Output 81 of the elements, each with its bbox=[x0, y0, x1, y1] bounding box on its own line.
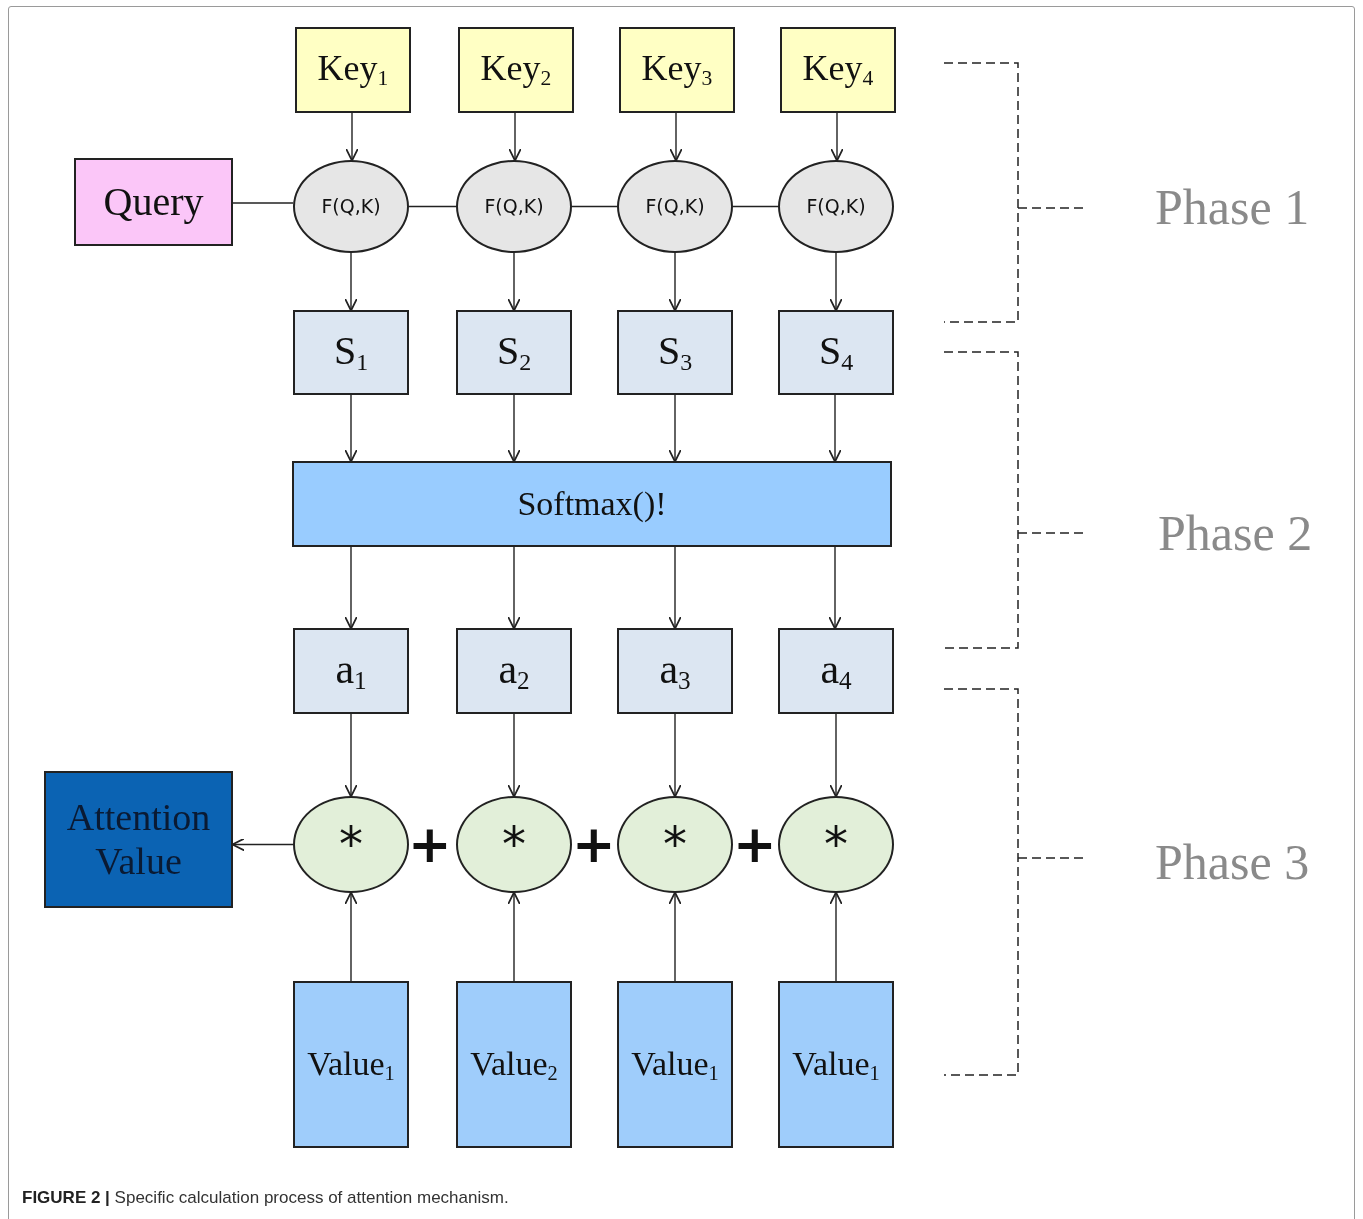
arrow bbox=[668, 546, 682, 630]
connector-line bbox=[408, 205, 457, 208]
arrow bbox=[344, 546, 358, 630]
node-label: * bbox=[339, 816, 363, 873]
node-label: S$_{3}$ bbox=[657, 328, 693, 377]
node-label: F(Q,K) bbox=[484, 195, 544, 218]
node-label: Key$_{4}$ bbox=[802, 48, 874, 92]
node-label: S$_{4}$ bbox=[818, 328, 854, 377]
connector-line bbox=[732, 205, 779, 208]
arrow bbox=[830, 112, 844, 162]
phase-label: Phase 1 bbox=[1155, 178, 1310, 236]
node-label: a$_{4}$ bbox=[820, 645, 852, 697]
arrow bbox=[828, 394, 842, 463]
node-label: S$_{1}$ bbox=[333, 328, 369, 377]
arrow bbox=[344, 252, 358, 312]
arrow bbox=[669, 112, 683, 162]
arrow bbox=[507, 713, 521, 798]
node-label: * bbox=[502, 816, 526, 873]
score-box bbox=[617, 310, 733, 395]
node-label: Key$_{1}$ bbox=[317, 48, 389, 92]
node-label: a$_{3}$ bbox=[659, 645, 691, 697]
weight-box bbox=[617, 628, 733, 714]
node-label: Value$_{1}$ bbox=[307, 1043, 395, 1086]
softmax-box bbox=[292, 461, 892, 547]
node-label: * bbox=[824, 816, 848, 873]
arrow bbox=[344, 394, 358, 463]
value-box bbox=[617, 981, 733, 1148]
arrow bbox=[828, 546, 842, 630]
key-box bbox=[780, 27, 896, 113]
node-label: a$_{1}$ bbox=[335, 645, 367, 697]
arrow bbox=[668, 252, 682, 312]
weight-box bbox=[778, 628, 894, 714]
node-label: S$_{2}$ bbox=[496, 328, 532, 377]
node-label: Softmax()! bbox=[517, 484, 667, 524]
arrow bbox=[507, 891, 521, 982]
plus-sign: + bbox=[572, 818, 616, 870]
arrow bbox=[344, 713, 358, 798]
key-box bbox=[619, 27, 735, 113]
weight-box bbox=[456, 628, 572, 714]
node-label: Key$_{3}$ bbox=[641, 48, 713, 92]
value-box bbox=[293, 981, 409, 1148]
arrow bbox=[507, 394, 521, 463]
score-box bbox=[778, 310, 894, 395]
arrow bbox=[829, 891, 843, 982]
node-label: * bbox=[663, 816, 687, 873]
node-label: F(Q,K) bbox=[645, 195, 705, 218]
value-box bbox=[456, 981, 572, 1148]
key-box bbox=[458, 27, 574, 113]
node-label: Query bbox=[103, 179, 204, 225]
figure-caption: FIGURE 2 | Specific calculation process of attention mechanism. bbox=[22, 1188, 509, 1208]
node-label: F(Q,K) bbox=[806, 195, 866, 218]
arrow bbox=[344, 891, 358, 982]
arrow bbox=[507, 546, 521, 630]
arrow bbox=[829, 252, 843, 312]
node-label: F(Q,K) bbox=[321, 195, 381, 218]
value-box bbox=[778, 981, 894, 1148]
arrow bbox=[507, 252, 521, 312]
node-label: Value$_{1}$ bbox=[792, 1043, 880, 1086]
node-label: a$_{2}$ bbox=[498, 645, 530, 697]
arrow bbox=[668, 713, 682, 798]
weight-box bbox=[293, 628, 409, 714]
connector-line bbox=[232, 202, 294, 204]
arrow bbox=[829, 713, 843, 798]
key-box bbox=[295, 27, 411, 113]
arrow bbox=[668, 394, 682, 463]
query-box bbox=[74, 158, 233, 246]
phase-label: Phase 3 bbox=[1155, 833, 1310, 891]
node-label: Value$_{1}$ bbox=[631, 1043, 719, 1086]
arrow bbox=[508, 112, 522, 162]
plus-sign: + bbox=[733, 818, 777, 870]
phase-label: Phase 2 bbox=[1158, 504, 1313, 562]
arrow bbox=[345, 112, 359, 162]
attention-value-box bbox=[44, 771, 233, 908]
node-label: Value$_{2}$ bbox=[470, 1043, 558, 1086]
plus-sign: + bbox=[408, 818, 452, 870]
node-label: Attention Value bbox=[65, 795, 212, 884]
score-box bbox=[293, 310, 409, 395]
connector-line bbox=[571, 205, 618, 208]
node-label: Key$_{2}$ bbox=[480, 48, 552, 92]
score-box bbox=[456, 310, 572, 395]
arrow bbox=[668, 891, 682, 982]
